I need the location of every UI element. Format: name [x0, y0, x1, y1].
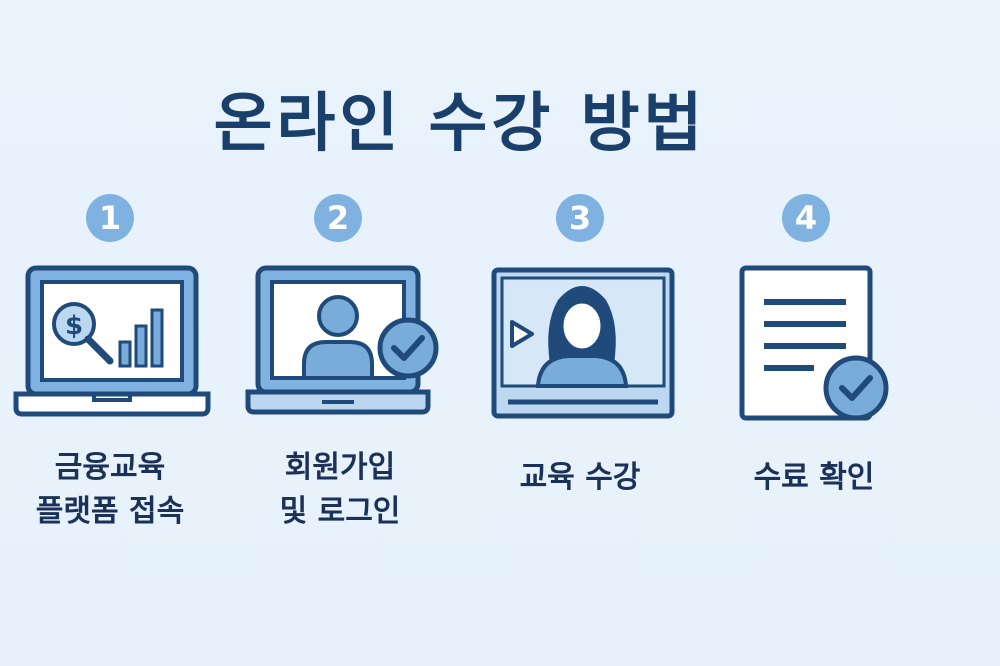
step-label: 금융교육 플랫폼 접속: [20, 446, 200, 534]
step-number-badge: 2: [314, 194, 362, 242]
certificate-check-icon: [739, 265, 889, 421]
step-number-badge: 3: [556, 194, 604, 242]
step-label-line1: 교육 수강: [519, 460, 641, 495]
step-number-badge: 1: [86, 194, 134, 242]
step-label-line2: 및 로그인: [279, 494, 401, 529]
step-label-line2: 플랫폼 접속: [35, 494, 185, 529]
step-label: 교육 수강: [490, 456, 670, 500]
video-lecture-icon: [491, 267, 675, 419]
step-label: 회원가입 및 로그인: [250, 446, 430, 534]
page-title: 온라인 수강 방법: [213, 87, 707, 161]
step-number-badge: 4: [782, 194, 830, 242]
laptop-user-check-icon: [245, 265, 439, 415]
laptop-finance-icon: $: [13, 265, 211, 417]
svg-text:$: $: [65, 311, 83, 341]
step-label-line1: 수료 확인: [753, 460, 875, 495]
step-label-line1: 회원가입: [284, 450, 396, 485]
step-label-line1: 금융교육: [54, 450, 166, 485]
step-label: 수료 확인: [724, 456, 904, 500]
